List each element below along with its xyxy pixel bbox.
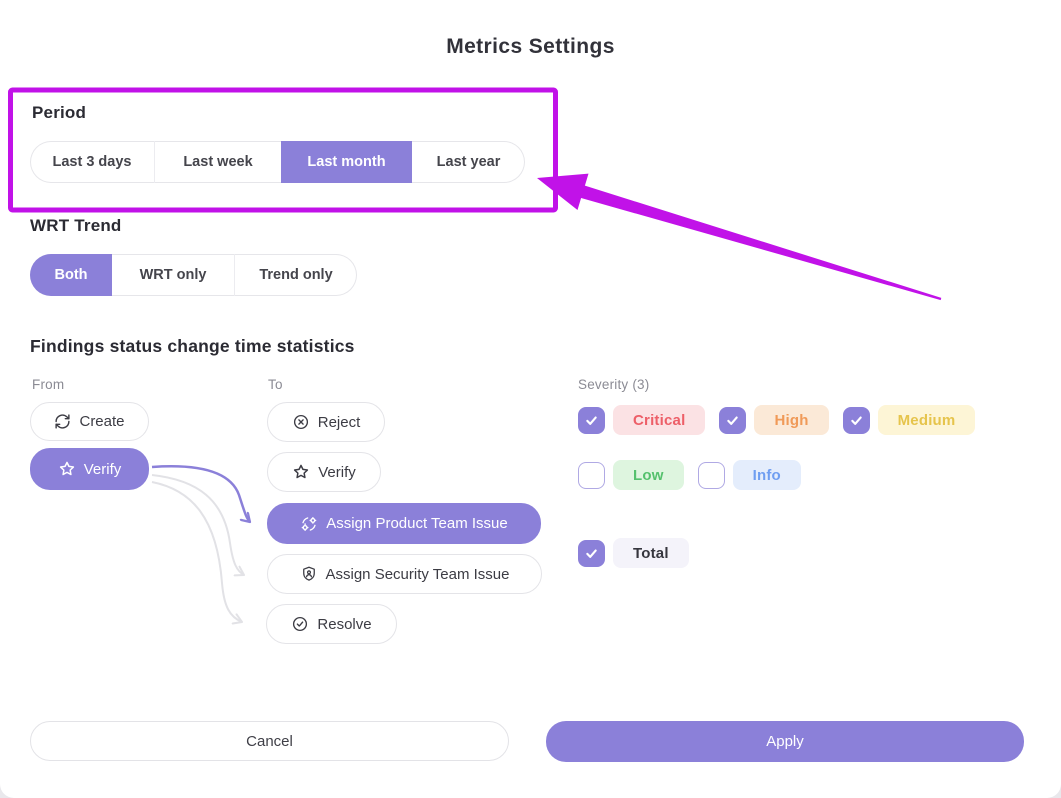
from-create-label: Create [79,413,125,430]
from-column-label: From [32,377,65,392]
check-icon [586,416,597,425]
star-icon [292,463,310,481]
severity-item-high: High [719,405,829,435]
to-assign-security-team-issue-button[interactable]: Assign Security Team Issue [267,554,542,594]
critical-badge[interactable]: Critical [613,405,706,435]
check-circle-icon [291,615,309,633]
to-resolve-button[interactable]: Resolve [266,604,397,644]
high-badge[interactable]: High [754,405,829,435]
cancel-button[interactable]: Cancel [30,721,509,761]
page-title: Metrics Settings [446,35,615,58]
star-icon [58,460,76,478]
period-option-last-week[interactable]: Last week [183,154,253,170]
to-verify-label: Verify [318,463,356,481]
apply-button[interactable]: Apply [546,721,1024,762]
total-item: Total [578,538,689,568]
wrt-trend-label: WRT Trend [30,216,122,235]
from-verify-label: Verify [83,460,122,478]
wrt-option-trend-only[interactable]: Trend only [259,267,333,283]
period-label: Period [32,103,87,122]
severity-label: Severity (3) [578,377,650,392]
wrt-option-both[interactable]: Both [30,254,112,296]
period-segmented-control: Last 3 days Last week Last month Last ye… [30,141,525,183]
severity-row-2: Low Info [578,460,801,490]
circle-x-icon [292,413,310,431]
info-badge[interactable]: Info [732,460,801,490]
refresh-icon [54,413,71,430]
to-assign-product-team-issue-button[interactable]: Assign Product Team Issue [267,503,541,544]
gears-sync-icon [300,515,318,533]
severity-item-medium: Medium [842,405,976,435]
to-assign-security-team-issue-label: Assign Security Team Issue [325,565,510,583]
from-create-button[interactable]: Create [30,402,149,441]
to-verify-button[interactable]: Verify [267,452,381,492]
findings-heading: Findings status change time statistics [30,336,355,356]
high-checkbox[interactable] [719,406,747,434]
total-checkbox[interactable] [578,539,605,567]
severity-row-1: Critical High Medium [578,405,976,435]
to-reject-button[interactable]: Reject [267,402,385,442]
wrt-option-wrt-only[interactable]: WRT only [112,254,235,296]
shield-person-icon [300,565,318,583]
total-row: Total [578,538,689,568]
from-verify-button[interactable]: Verify [30,448,149,490]
to-reject-label: Reject [317,413,361,431]
info-checkbox[interactable] [697,461,725,489]
flow-connector-arrows [151,465,275,625]
to-resolve-label: Resolve [317,615,372,633]
severity-item-critical: Critical [578,405,706,435]
to-assign-product-team-issue-label: Assign Product Team Issue [326,515,508,532]
check-icon [586,549,597,558]
severity-item-low: Low [578,460,684,490]
period-option-last-month[interactable]: Last month [281,141,412,183]
severity-item-info: Info [697,460,801,490]
annotation-arrow [537,173,942,301]
critical-checkbox[interactable] [578,406,605,434]
total-badge[interactable]: Total [613,538,689,568]
check-icon [727,416,739,425]
check-icon [850,416,862,425]
period-option-last-year[interactable]: Last year [436,154,501,170]
wrt-trend-segmented-control: Both WRT only Trend only [30,254,357,296]
low-badge[interactable]: Low [613,460,684,490]
period-option-last-3-days[interactable]: Last 3 days [30,141,155,183]
low-checkbox[interactable] [578,461,605,489]
medium-checkbox[interactable] [842,406,870,434]
to-column-label: To [268,377,283,392]
medium-badge[interactable]: Medium [877,405,976,435]
